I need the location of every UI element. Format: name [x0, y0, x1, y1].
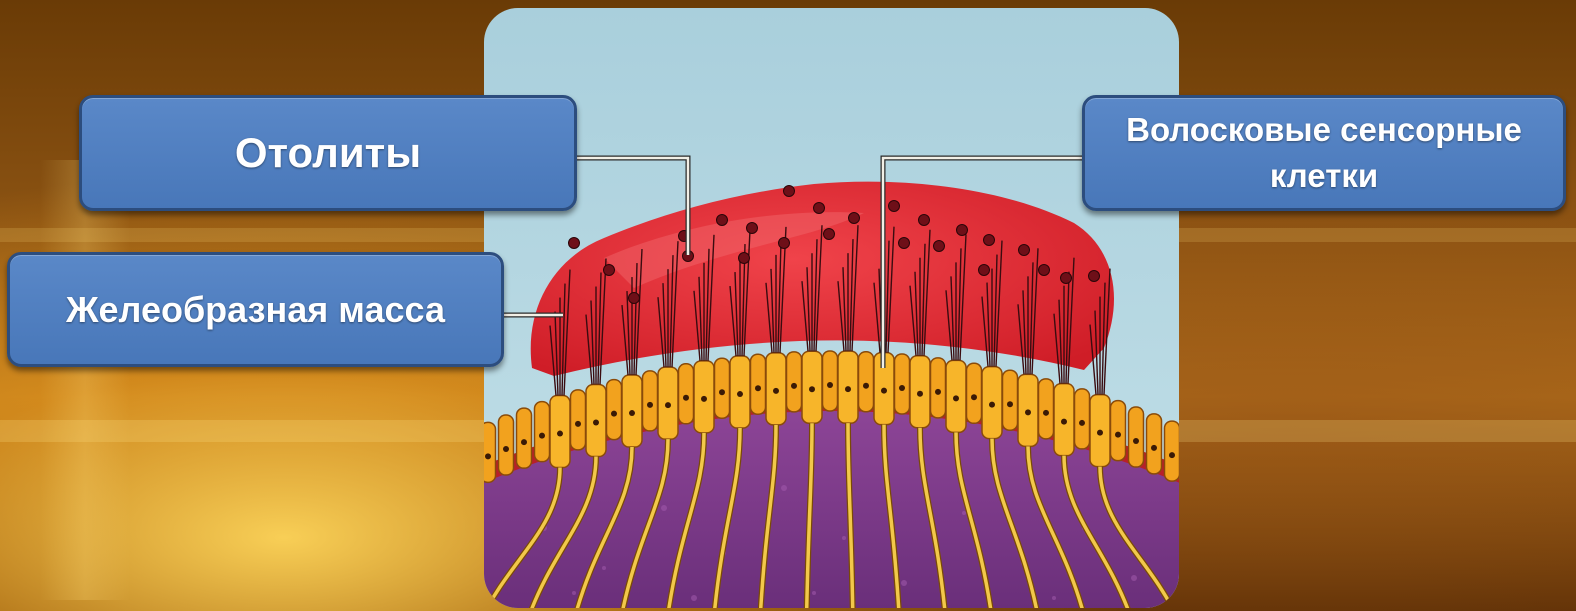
- otolity-leader-line: [577, 158, 688, 255]
- hair-cells-label-text: Волосковые сенсорные клетки: [1085, 107, 1563, 199]
- gel-mass-label-text: Желеобразная масса: [56, 289, 455, 331]
- otolity-label-text: Отолиты: [225, 129, 431, 177]
- gel-mass-label: Желеобразная масса: [7, 252, 504, 367]
- hair-cells-label: Волосковые сенсорные клетки: [1082, 95, 1566, 211]
- hair-cells-leader-line: [883, 158, 1082, 368]
- otolity-label: Отолиты: [79, 95, 577, 211]
